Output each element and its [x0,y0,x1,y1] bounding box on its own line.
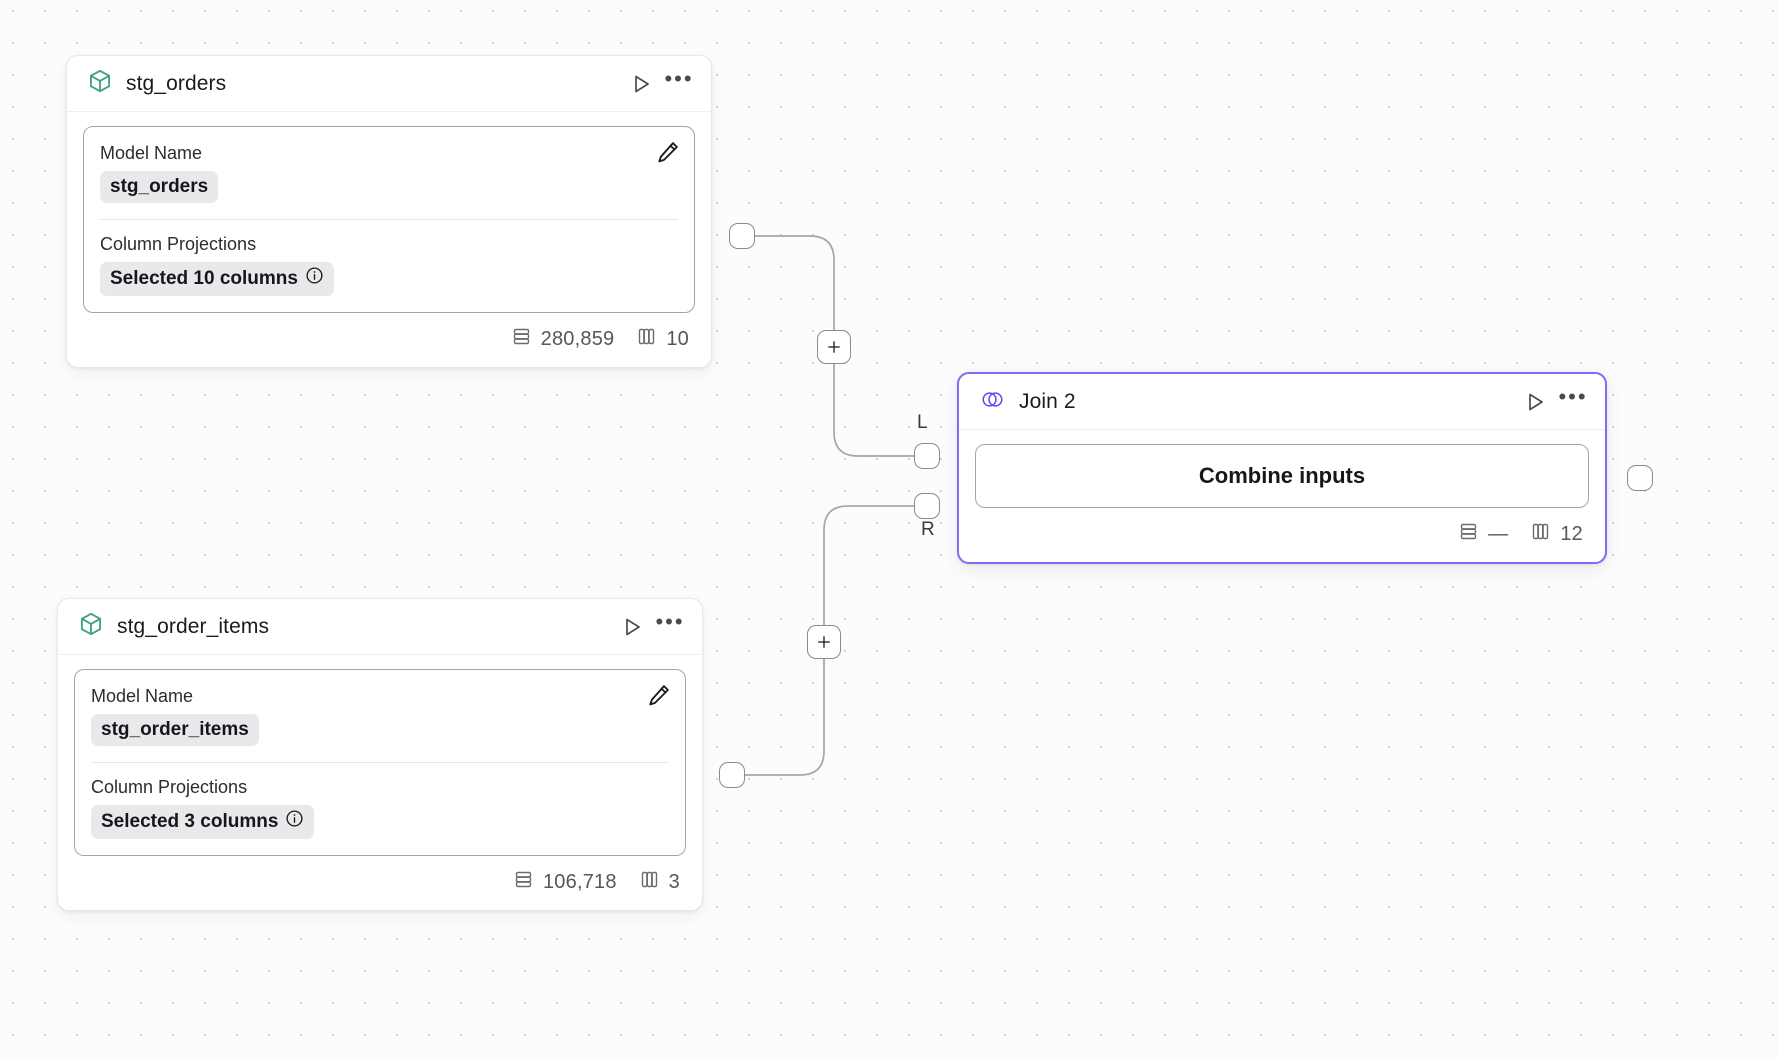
row-count-value: 280,859 [540,328,615,350]
rows-icon [513,869,534,896]
node-header: stg_orders ••• [67,56,711,112]
columns-icon [1530,521,1551,548]
node-join-2[interactable]: Join 2 ••• Combine inputs — [957,372,1607,564]
edit-pencil-icon[interactable] [646,682,672,708]
more-options-icon[interactable]: ••• [1558,383,1588,409]
cube-icon [87,68,113,99]
node-footer: 106,718 3 [58,856,702,910]
right-input-port[interactable] [914,493,940,519]
columns-icon [636,326,657,353]
columns-icon [639,869,660,896]
info-icon[interactable] [285,809,304,835]
row-count-value: 106,718 [542,871,617,893]
model-config-box: Model Name stg_order_items Column Projec… [74,669,686,856]
column-count-stat: 12 [1530,521,1583,548]
column-projections-label: Column Projections [100,234,257,254]
row-count-value: — [1488,523,1509,545]
column-count-stat: 3 [639,869,680,896]
node-footer: — 12 [959,508,1605,562]
row-count-stat: 280,859 [511,326,615,353]
rows-icon [511,326,532,353]
node-body: Model Name stg_orders Column Projections… [67,112,711,313]
row-count-stat: — [1458,521,1508,548]
node-title: stg_order_items [117,614,270,638]
model-name-value[interactable]: stg_orders [100,171,219,203]
column-projections-label: Column Projections [91,777,248,797]
field-divider [100,219,678,220]
node-header: Join 2 ••• [959,374,1605,430]
column-count-value: 12 [1560,523,1583,545]
run-icon[interactable] [627,70,655,98]
rows-icon [1458,521,1479,548]
node-header: stg_order_items ••• [58,599,702,655]
node-body: Combine inputs [959,430,1605,508]
left-input-port[interactable] [914,443,940,469]
node-stg-orders[interactable]: stg_orders ••• Model Name stg_orders [66,55,712,368]
left-input-port-label: L [917,412,928,433]
edit-pencil-icon[interactable] [655,139,681,165]
column-projections-text: Selected 10 columns [110,268,298,289]
model-name-label: Model Name [91,686,194,706]
output-port-stg-order-items[interactable] [719,762,745,788]
model-name-value[interactable]: stg_order_items [91,714,259,746]
add-node-button-left-edge[interactable] [817,330,851,364]
output-port-join-2[interactable] [1627,465,1653,491]
combine-inputs-button[interactable]: Combine inputs [975,444,1589,508]
run-icon[interactable] [1521,388,1549,416]
right-input-port-label: R [921,519,935,540]
node-footer: 280,859 10 [67,313,711,367]
model-config-box: Model Name stg_orders Column Projections… [83,126,695,313]
more-options-icon[interactable]: ••• [655,608,685,634]
column-projections-value[interactable]: Selected 3 columns [91,805,315,839]
node-body: Model Name stg_order_items Column Projec… [58,655,702,856]
more-options-icon[interactable]: ••• [664,65,694,91]
column-count-value: 3 [668,871,680,893]
run-icon[interactable] [618,613,646,641]
add-node-button-right-edge[interactable] [807,625,841,659]
output-port-stg-orders[interactable] [729,223,755,249]
column-projections-value[interactable]: Selected 10 columns [100,262,334,296]
node-title: Join 2 [1019,389,1076,413]
field-divider [91,762,669,763]
model-name-label: Model Name [100,143,203,163]
cube-icon [78,611,104,642]
column-count-stat: 10 [636,326,689,353]
column-projections-text: Selected 3 columns [101,811,279,832]
venn-diagram-icon [979,386,1006,418]
node-stg-order-items[interactable]: stg_order_items ••• Model Name stg_order… [57,598,703,911]
row-count-stat: 106,718 [513,869,617,896]
info-icon[interactable] [305,266,324,292]
node-title: stg_orders [126,71,227,95]
column-count-value: 10 [666,328,689,350]
